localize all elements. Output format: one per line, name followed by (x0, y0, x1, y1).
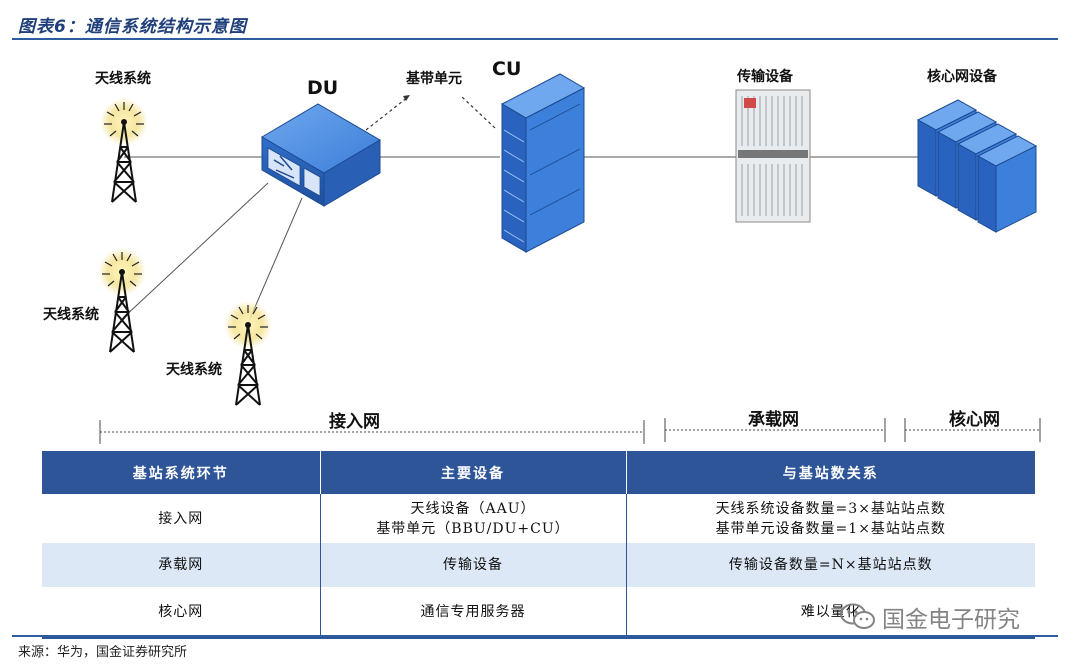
relation-cell: 传输设备数量=N×基站站点数 (626, 543, 1035, 587)
relation-line: 天线系统设备数量=3×基站站点数 (715, 500, 946, 517)
stage-cell: 核心网 (42, 587, 321, 639)
column-header: 基站系统环节 (42, 451, 321, 494)
watermark: 国金电子研究 (840, 600, 1020, 634)
du-label: DU (307, 77, 339, 99)
figure-title: 图表6：通信系统结构示意图 (18, 17, 247, 37)
stage-cell: 接入网 (42, 494, 321, 543)
base-station-table: 基站系统环节 主要设备 与基站数关系 接入网 天线设备（AAU） 基带单元（BB… (42, 451, 1035, 639)
header-divider (12, 38, 1058, 40)
device-line: 天线设备（AAU） (410, 500, 536, 517)
table-row: 承载网 传输设备 传输设备数量=N×基站站点数 (42, 543, 1035, 587)
wechat-icon (840, 603, 875, 629)
link-antenna-mid-du (122, 182, 269, 319)
segment-access-network: 接入网 (329, 412, 380, 432)
cu-rack-icon (500, 73, 586, 253)
arrowhead-icon (403, 95, 410, 101)
antenna-tower-icon (97, 247, 147, 353)
table-row: 核心网 通信专用服务器 难以量化 (42, 587, 1035, 639)
segment-core-network: 核心网 (949, 410, 1000, 430)
baseband-unit-label: 基带单元 (406, 71, 462, 87)
antenna-system-label: 天线系统 (95, 71, 151, 87)
relation-cell: 难以量化 (626, 587, 1035, 639)
stage-cell: 承载网 (42, 543, 321, 587)
footer-divider (12, 635, 1058, 637)
antenna-system-label: 天线系统 (166, 362, 222, 378)
device-cell: 通信专用服务器 (320, 587, 627, 639)
baseband-pointers (365, 96, 496, 131)
antenna-tower-icon (99, 97, 149, 203)
table-header-row: 基站系统环节 主要设备 与基站数关系 (42, 451, 1035, 494)
transmission-equipment-label: 传输设备 (737, 69, 793, 85)
core-network-equipment-label: 核心网设备 (927, 69, 997, 85)
table-row: 接入网 天线设备（AAU） 基带单元（BBU/DU+CU） 天线系统设备数量=3… (42, 494, 1035, 543)
diagram-canvas (97, 73, 1041, 444)
column-header: 主要设备 (320, 451, 627, 494)
antenna-system-label: 天线系统 (43, 307, 99, 323)
du-unit-icon (261, 103, 381, 207)
relation-line: 基带单元设备数量=1×基站站点数 (715, 520, 946, 537)
device-cell: 天线设备（AAU） 基带单元（BBU/DU+CU） (320, 494, 627, 543)
antenna-tower-icon (223, 300, 273, 406)
watermark-text: 国金电子研究 (882, 607, 1020, 633)
relation-cell: 天线系统设备数量=3×基站站点数 基带单元设备数量=1×基站站点数 (626, 494, 1035, 543)
segment-bearer-network: 承载网 (748, 410, 799, 430)
core-servers-icon (916, 99, 1038, 233)
device-line: 基带单元（BBU/DU+CU） (376, 520, 570, 537)
cu-label: CU (492, 58, 522, 80)
column-header: 与基站数关系 (626, 451, 1035, 494)
segment-brackets (99, 418, 1041, 444)
transmission-equipment-icon (735, 89, 811, 223)
device-line: 传输设备 (443, 557, 503, 573)
device-cell: 传输设备 (320, 543, 627, 587)
source-note: 来源：华为，国金证券研究所 (18, 645, 188, 660)
relation-line: 传输设备数量=N×基站站点数 (728, 557, 933, 573)
device-line: 通信专用服务器 (420, 604, 526, 620)
